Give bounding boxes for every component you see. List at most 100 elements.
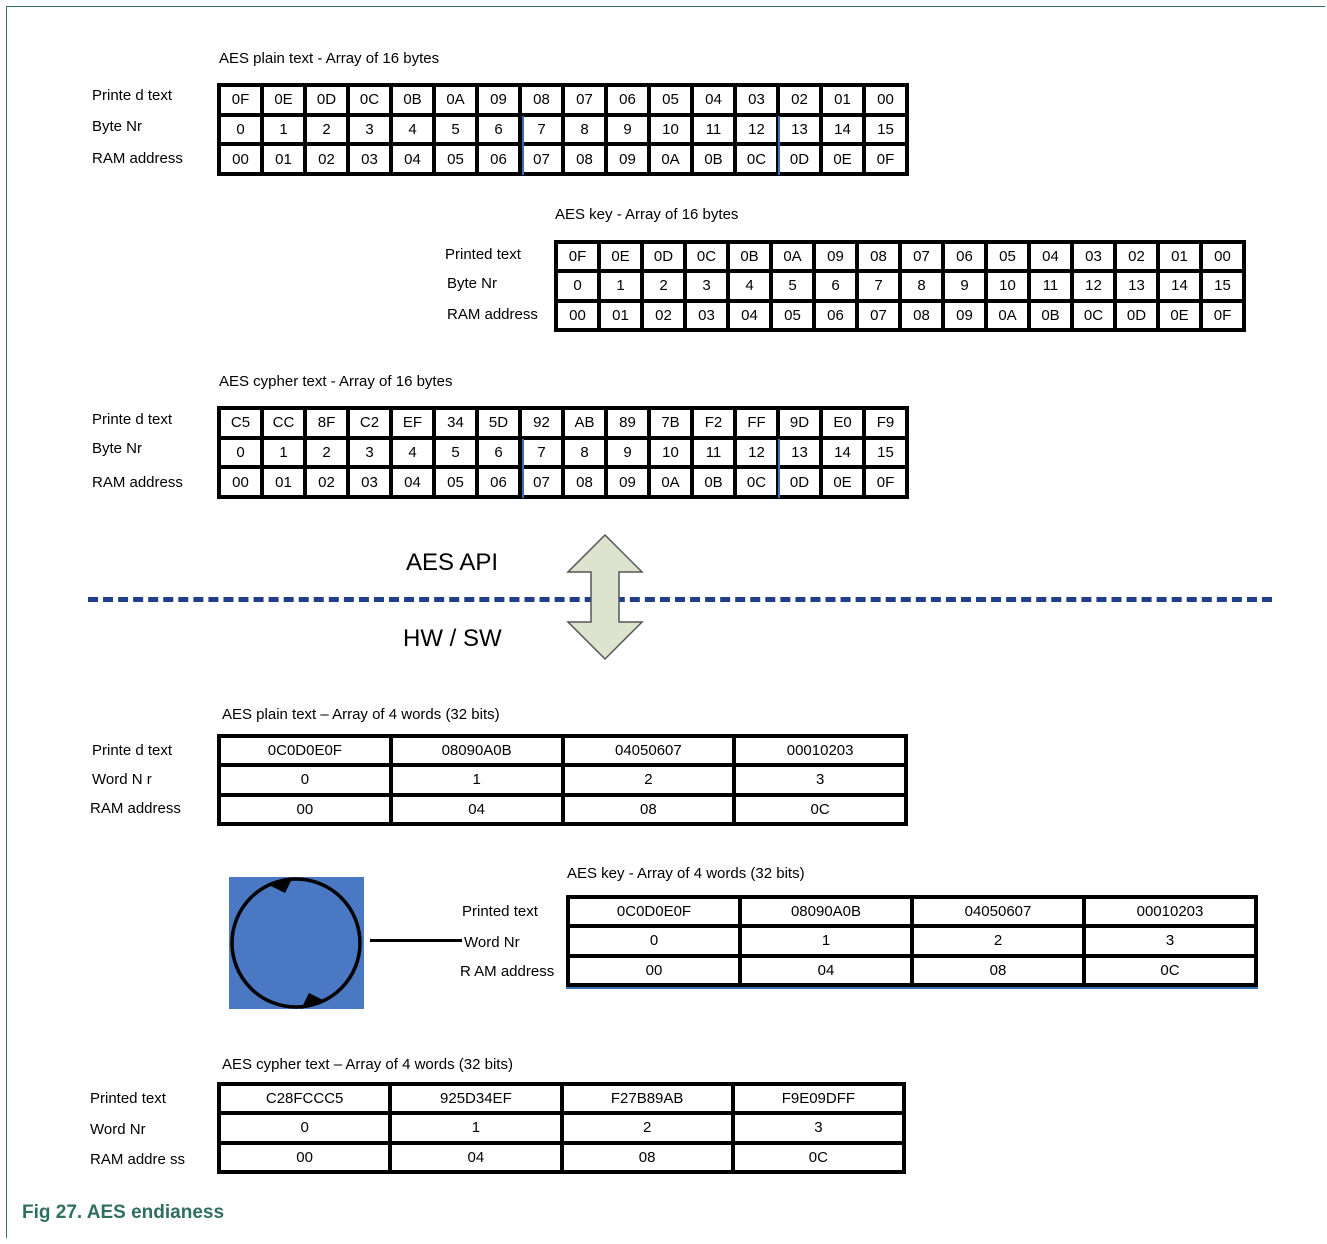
byte-cell-printed: E0 (823, 410, 862, 436)
byte-cell-ram: 05 (436, 146, 475, 172)
byte-cell-ram: 0A (988, 302, 1027, 328)
byte-cell-byte-nr: 2 (307, 439, 346, 466)
byte-cell-byte-nr: 13 (780, 439, 819, 466)
key-words-label-word-nr: Word Nr (464, 934, 520, 951)
byte-cell-ram: 03 (350, 146, 389, 172)
byte-cell-byte-nr: 12 (737, 116, 776, 143)
byte-cell-printed: 00 (1203, 244, 1242, 270)
byte-cell-ram: 0D (1117, 302, 1156, 328)
byte-cell-byte-nr: 11 (1031, 273, 1070, 299)
cypher-bytes-label-byte-nr: Byte Nr (92, 440, 143, 457)
byte-cell-byte-nr: 14 (823, 439, 862, 466)
word-cell-printed: F27B89AB (563, 1086, 731, 1112)
byte-cell-printed: 0E (264, 87, 303, 113)
byte-cell-ram: 02 (644, 302, 683, 328)
byte-cell-printed: 07 (902, 244, 941, 270)
byte-cell-printed: 92 (522, 410, 561, 436)
cypher-words-label-word-nr: Word Nr (90, 1121, 146, 1138)
byte-cell-printed: 0A (773, 244, 812, 270)
byte-cell-byte-nr: 15 (866, 439, 905, 466)
byte-cell-byte-nr: 14 (1160, 273, 1199, 299)
byte-cell-printed: F2 (694, 410, 733, 436)
byte-cell-printed: 7B (651, 410, 690, 436)
byte-cell-printed: 8F (307, 410, 346, 436)
word-cell-ram: 08 (564, 796, 733, 822)
byte-cell-ram: 05 (436, 469, 475, 495)
byte-cell-ram: 09 (608, 146, 647, 172)
byte-cell-byte-nr: 7 (522, 116, 561, 143)
key-words-label-ram: R AM address (460, 963, 555, 980)
cypher-bytes-label-printed: Printe d text (92, 411, 173, 428)
byte-cell-ram: 03 (687, 302, 726, 328)
byte-cell-byte-nr: 3 (350, 439, 389, 466)
word-cell-word-nr: 3 (736, 767, 904, 793)
byte-cell-byte-nr: 15 (1203, 273, 1242, 299)
byte-cell-ram: 0B (694, 146, 733, 172)
byte-cell-ram: 0C (737, 146, 776, 172)
byte-cell-printed: 0E (601, 244, 640, 270)
byte-cell-byte-nr: 13 (1117, 273, 1156, 299)
byte-cell-byte-nr: 5 (436, 116, 475, 143)
byte-cell-printed: 0B (730, 244, 769, 270)
key-words-title: AES key - Array of 4 words (32 bits) (567, 865, 805, 882)
byte-cell-byte-nr: 8 (565, 439, 604, 466)
plain-words-label-printed: Printe d text (92, 742, 173, 759)
byte-cell-printed: 34 (436, 410, 475, 436)
byte-cell-printed: 04 (1031, 244, 1070, 270)
word-cell-printed: 04050607 (564, 738, 733, 764)
plain-words-label-ram: RAM address (90, 800, 181, 817)
word-cell-word-nr: 2 (563, 1115, 731, 1141)
plain-words-label-word-nr: Word N r (92, 771, 152, 788)
byte-cell-printed: AB (565, 410, 604, 436)
byte-cell-ram: 08 (902, 302, 941, 328)
byte-cell-byte-nr: 0 (221, 116, 260, 143)
word-cell-ram: 0C (734, 1144, 902, 1170)
byte-cell-ram: 0E (823, 469, 862, 495)
byte-cell-ram: 0F (1203, 302, 1242, 328)
key-bytes-title: AES key - Array of 16 bytes (555, 206, 739, 223)
byte-cell-ram: 0E (823, 146, 862, 172)
byte-cell-byte-nr: 1 (264, 116, 303, 143)
plain-bytes-label-printed: Printe d text (92, 87, 173, 104)
word-cell-ram: 00 (221, 796, 389, 822)
word-cell-word-nr: 0 (221, 767, 389, 793)
word-cell-ram: 00 (570, 957, 738, 983)
word-cell-printed: 08090A0B (742, 899, 910, 925)
byte-cell-printed: 05 (651, 87, 690, 113)
byte-cell-ram: 04 (393, 469, 432, 495)
byte-cell-byte-nr: 11 (694, 439, 733, 466)
byte-cell-byte-nr: 0 (221, 439, 260, 466)
word-cell-ram: 04 (742, 957, 910, 983)
word-cell-printed: F9E09DFF (734, 1086, 902, 1112)
word-cell-word-nr: 2 (914, 928, 1082, 954)
byte-cell-ram: 07 (522, 146, 561, 172)
byte-cell-ram: 06 (816, 302, 855, 328)
byte-cell-byte-nr: 11 (694, 116, 733, 143)
byte-cell-ram: 0D (780, 469, 819, 495)
cycle-icon (229, 877, 364, 1009)
word-boundary-separator (778, 439, 780, 498)
key-bytes-label-printed: Printed text (445, 246, 521, 263)
byte-cell-ram: 0E (1160, 302, 1199, 328)
byte-cell-byte-nr: 0 (558, 273, 597, 299)
word-cell-word-nr: 3 (1086, 928, 1254, 954)
byte-cell-printed: EF (393, 410, 432, 436)
word-boundary-separator (522, 116, 524, 175)
byte-cell-printed: 0C (350, 87, 389, 113)
word-cell-printed: 0C0D0E0F (570, 899, 738, 925)
byte-cell-byte-nr: 2 (307, 116, 346, 143)
plain-bytes-label-ram: RAM address (92, 150, 183, 167)
byte-cell-printed: 03 (1074, 244, 1113, 270)
byte-cell-printed: F9 (866, 410, 905, 436)
byte-cell-printed: 08 (859, 244, 898, 270)
connector-line (370, 939, 462, 942)
hw-sw-label: HW / SW (403, 625, 502, 652)
byte-cell-ram: 0F (866, 469, 905, 495)
byte-cell-printed: 0F (558, 244, 597, 270)
byte-cell-byte-nr: 7 (522, 439, 561, 466)
word-cell-word-nr: 2 (564, 767, 733, 793)
byte-cell-byte-nr: 6 (816, 273, 855, 299)
